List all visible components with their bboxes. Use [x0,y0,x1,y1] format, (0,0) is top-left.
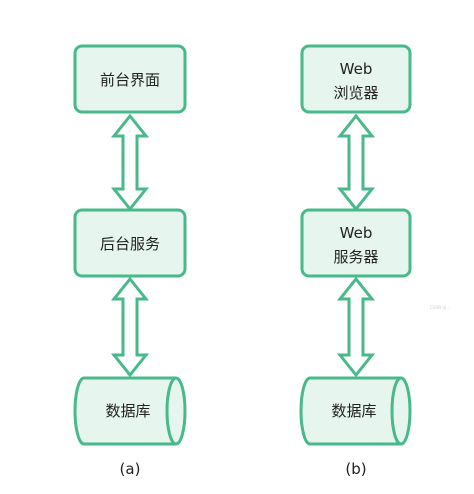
database-cylinder-a: 数据库 [73,376,187,446]
bidirectional-arrow-b-lower [336,276,376,378]
backend-service-box: 后台服务 [73,208,187,278]
database-label-b: 数据库 [331,402,376,420]
web-server-label-line2: 服务器 [333,248,378,266]
web-server-label-line1: Web [340,224,373,242]
caption-b: (b) [345,460,366,478]
backend-service-label: 后台服务 [100,235,160,253]
web-browser-label-line1: Web [340,60,373,78]
web-browser-box: Web 浏览器 [300,44,412,114]
diagram-a: 前台界面 后台服务 数据库 (a) [73,44,187,478]
diagram-b: Web 浏览器 Web 服务器 数据库 (b) [299,44,412,478]
frontend-box: 前台界面 [73,44,187,114]
bidirectional-arrow-a-lower [110,276,150,378]
watermark: CSDN @... [430,305,451,310]
web-browser-label-line2: 浏览器 [333,84,378,102]
bidirectional-arrow-a-upper [110,113,150,212]
caption-a: (a) [120,460,141,478]
frontend-box-label: 前台界面 [100,71,160,89]
bidirectional-arrow-b-upper [336,113,376,212]
web-server-box: Web 服务器 [300,208,412,278]
database-label-a: 数据库 [105,402,150,420]
database-cylinder-b: 数据库 [299,376,412,446]
